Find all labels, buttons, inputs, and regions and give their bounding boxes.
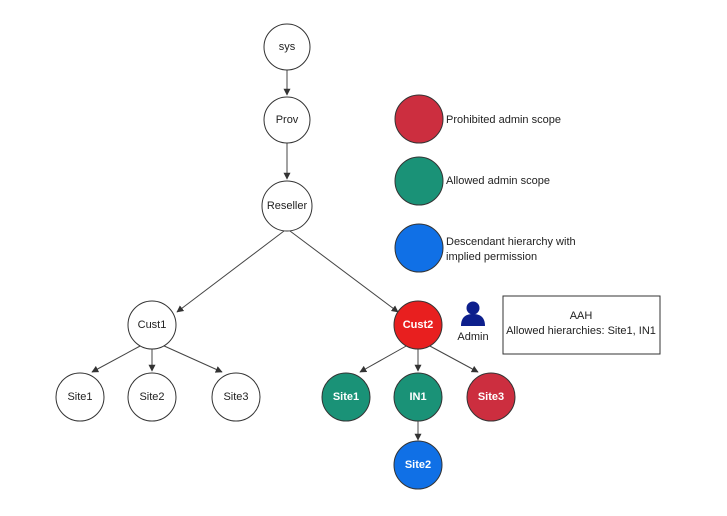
admin: Admin — [457, 301, 489, 343]
node-cust2-site3-label: Site3 — [478, 391, 504, 403]
node-cust1-site3-label: Site3 — [223, 391, 248, 403]
edge-reseller-cust2 — [289, 230, 399, 313]
node-prov-label: Prov — [276, 114, 299, 126]
legend-allowed: Allowed admin scope — [394, 156, 550, 206]
legend: Prohibited admin scope Allowed admin sco… — [394, 94, 576, 273]
edges — [91, 70, 479, 441]
edge-cust1-site1 — [91, 344, 143, 373]
legend-descendant: Descendant hierarchy with implied permis… — [394, 223, 576, 273]
edge-cust2-site1 — [359, 344, 409, 373]
legend-prohibited: Prohibited admin scope — [394, 94, 561, 144]
user-icon — [461, 301, 485, 326]
node-cust2-site1-label: Site1 — [333, 391, 359, 403]
node-sys-label: sys — [279, 41, 296, 53]
legend-descendant-label-line2: implied permission — [446, 251, 537, 263]
legend-descendant-label-line1: Descendant hierarchy with — [446, 236, 576, 248]
edge-cust2-site3 — [427, 344, 479, 373]
aah-title: AAH — [570, 310, 593, 322]
node-cust1-site1: Site1 — [55, 372, 105, 422]
node-sys: sys — [263, 23, 311, 71]
edge-reseller-cust1 — [176, 230, 285, 313]
node-in1-site2-label: Site2 — [405, 459, 431, 471]
aah-box: AAH Allowed hierarchies: Site1, IN1 — [502, 295, 661, 355]
admin-label: Admin — [457, 331, 488, 343]
node-cust1-label: Cust1 — [138, 319, 167, 331]
node-cust1-site2: Site2 — [127, 372, 177, 422]
legend-prohibited-label: Prohibited admin scope — [446, 114, 561, 126]
legend-prohibited-swatch — [394, 94, 444, 144]
legend-allowed-swatch — [394, 156, 444, 206]
legend-allowed-label: Allowed admin scope — [446, 175, 550, 187]
node-cust2: Cust2 — [393, 300, 443, 350]
node-reseller: Reseller — [261, 180, 313, 232]
node-cust1-site3: Site3 — [211, 372, 261, 422]
node-cust1: Cust1 — [127, 300, 177, 350]
node-cust1-site1-label: Site1 — [67, 391, 92, 403]
legend-descendant-swatch — [394, 223, 444, 273]
edge-cust1-site3 — [161, 344, 223, 373]
node-cust2-in1-label: IN1 — [409, 391, 426, 403]
node-cust2-in1: IN1 — [393, 372, 443, 422]
aah-text: Allowed hierarchies: Site1, IN1 — [506, 325, 656, 337]
node-in1-site2: Site2 — [393, 440, 443, 490]
node-prov: Prov — [263, 96, 311, 144]
node-cust1-site2-label: Site2 — [139, 391, 164, 403]
node-cust2-label: Cust2 — [403, 319, 434, 331]
node-cust2-site3: Site3 — [466, 372, 516, 422]
node-reseller-label: Reseller — [267, 200, 308, 212]
node-cust2-site1: Site1 — [321, 372, 371, 422]
